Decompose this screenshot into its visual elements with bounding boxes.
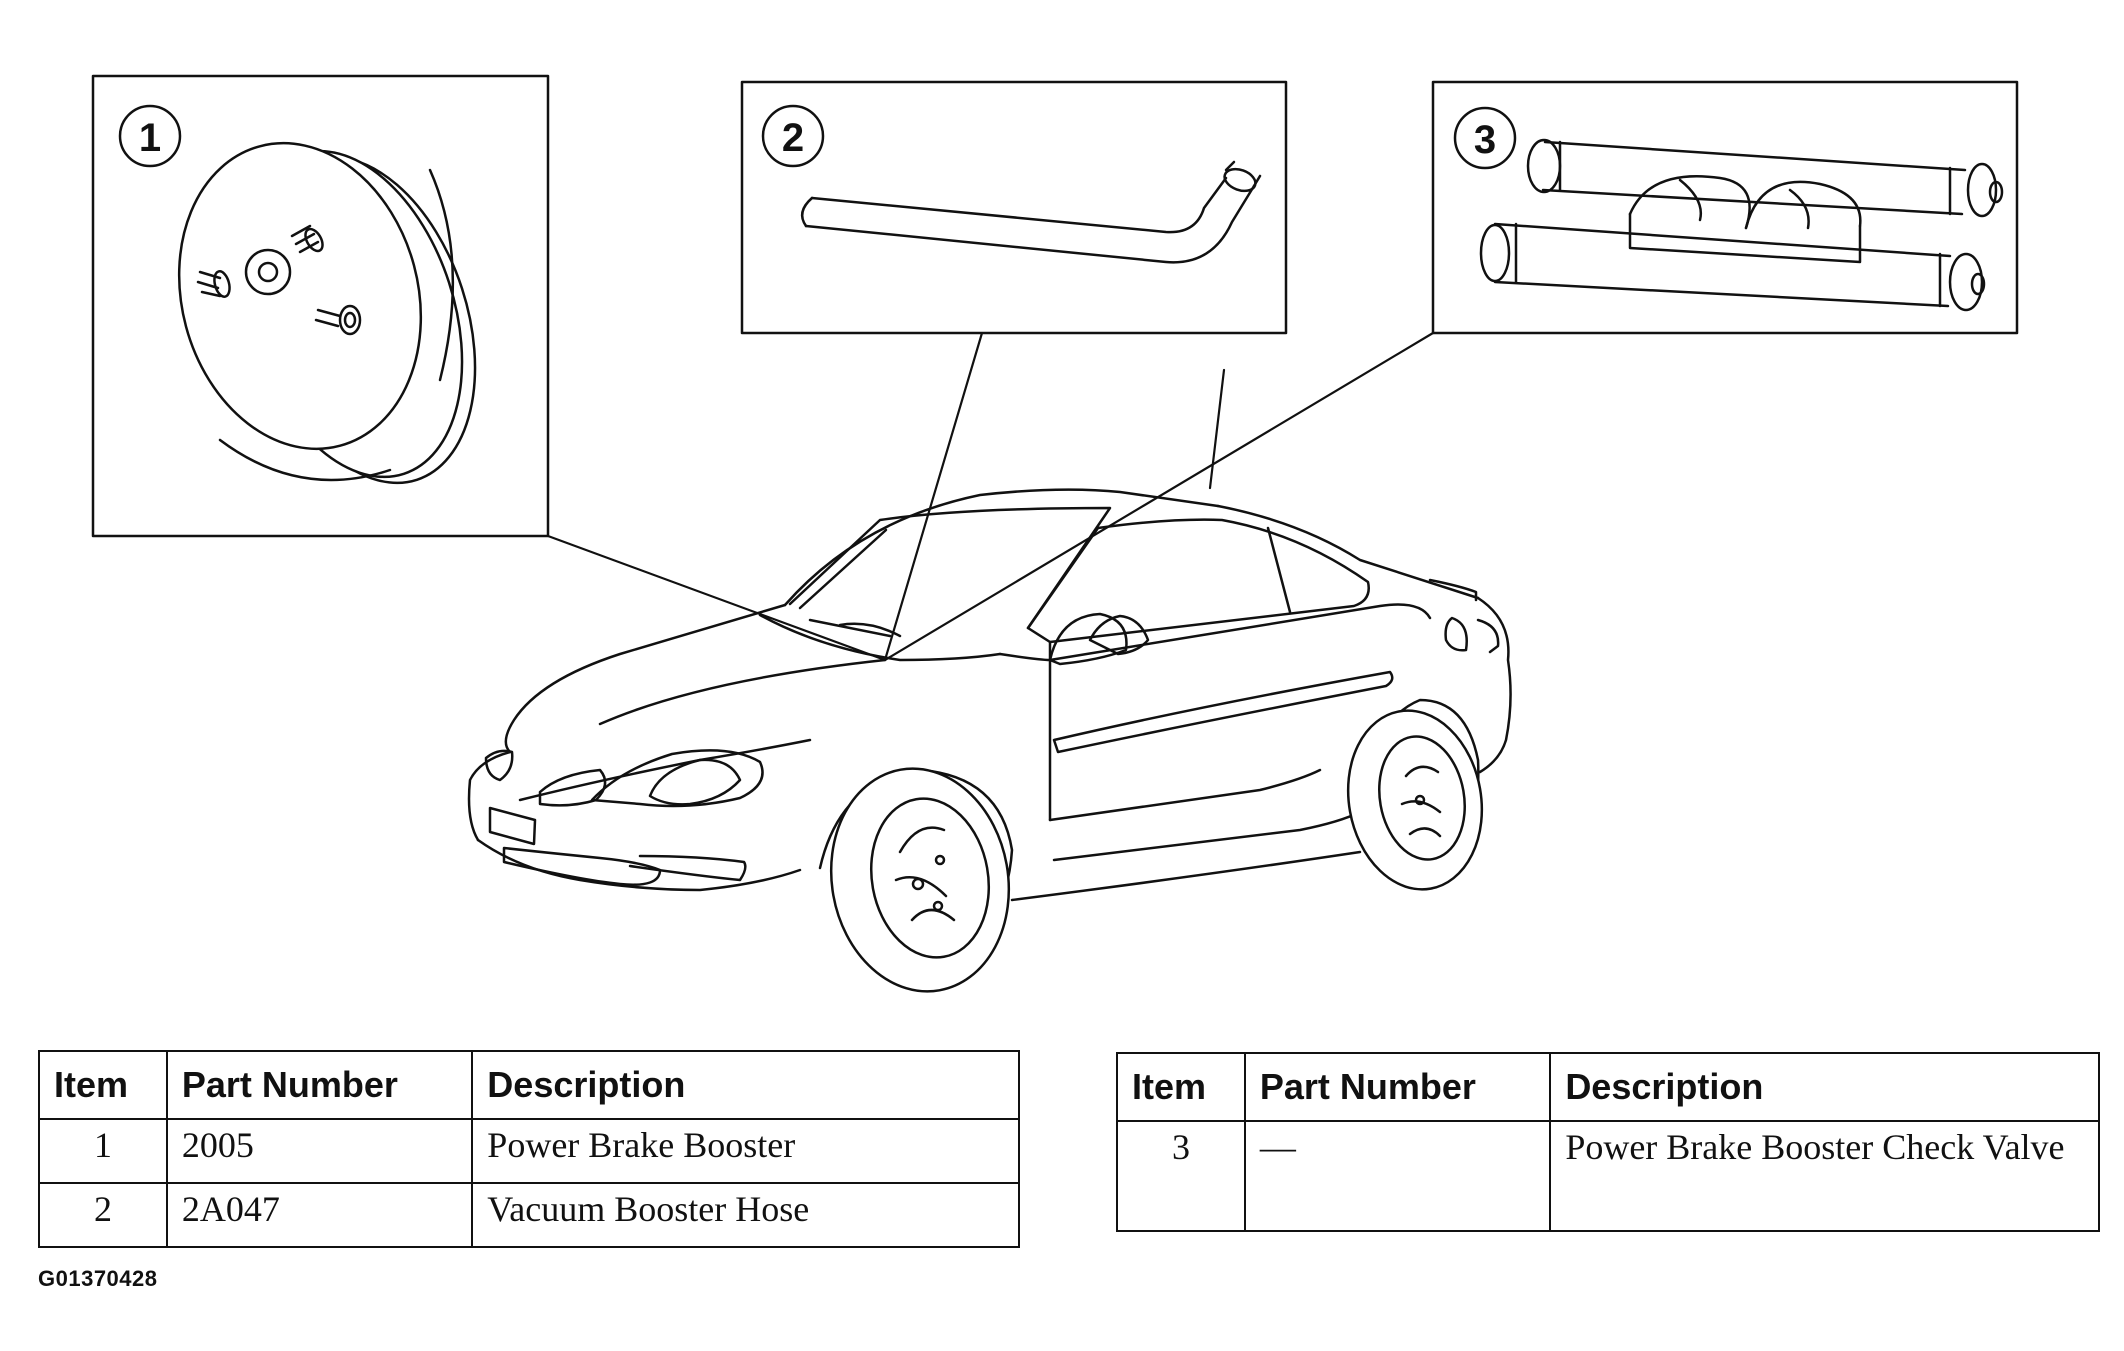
cell-part-number: 2A047: [165, 1182, 474, 1248]
header-item: Item: [38, 1050, 168, 1120]
callout-number-3: 3: [1474, 118, 1496, 162]
table-row: 3 — Power Brake Booster Check Valve: [1116, 1120, 2100, 1232]
figure-code: G01370428: [38, 1266, 158, 1291]
table-row: 2 2A047 Vacuum Booster Hose: [38, 1182, 1020, 1248]
panel-2-vacuum-booster-hose: 2: [740, 80, 1288, 335]
header-part-number: Part Number: [1243, 1052, 1552, 1122]
vacuum-hose-icon: [800, 160, 1262, 264]
panel-3-check-valve: 3: [1431, 80, 2019, 335]
table-row: 1 2005 Power Brake Booster: [38, 1118, 1020, 1184]
cell-item: 1: [38, 1118, 168, 1184]
header-description: Description: [1549, 1052, 2100, 1122]
cell-description: Power Brake Booster Check Valve: [1549, 1120, 2100, 1232]
brake-booster-icon: [177, 141, 477, 485]
mounting-stud-left: [196, 270, 231, 298]
mounting-stud-upper: [290, 224, 324, 254]
parts-table-right: Item Part Number Description 3 — Power B…: [1116, 1052, 2100, 1232]
vehicle-icon: [467, 488, 1512, 993]
cell-description: Vacuum Booster Hose: [471, 1182, 1020, 1248]
panel-1-power-brake-booster: 1: [91, 74, 550, 538]
leader-lines: [546, 331, 1435, 662]
header-description: Description: [471, 1050, 1020, 1120]
cell-item: 2: [38, 1182, 168, 1248]
table-header-row: Item Part Number Description: [38, 1050, 1020, 1120]
header-part-number: Part Number: [165, 1050, 474, 1120]
check-valve-icon: [1479, 138, 2004, 312]
cell-item: 3: [1116, 1120, 1246, 1232]
cell-part-number: —: [1243, 1120, 1552, 1232]
parts-table-left: Item Part Number Description 1 2005 Powe…: [38, 1050, 1020, 1248]
cell-part-number: 2005: [165, 1118, 474, 1184]
callout-number-1: 1: [139, 116, 161, 160]
cell-description: Power Brake Booster: [471, 1118, 1020, 1184]
header-item: Item: [1116, 1052, 1246, 1122]
callout-number-2: 2: [782, 116, 804, 160]
check-valve-port: [314, 304, 362, 336]
table-header-row: Item Part Number Description: [1116, 1052, 2100, 1122]
